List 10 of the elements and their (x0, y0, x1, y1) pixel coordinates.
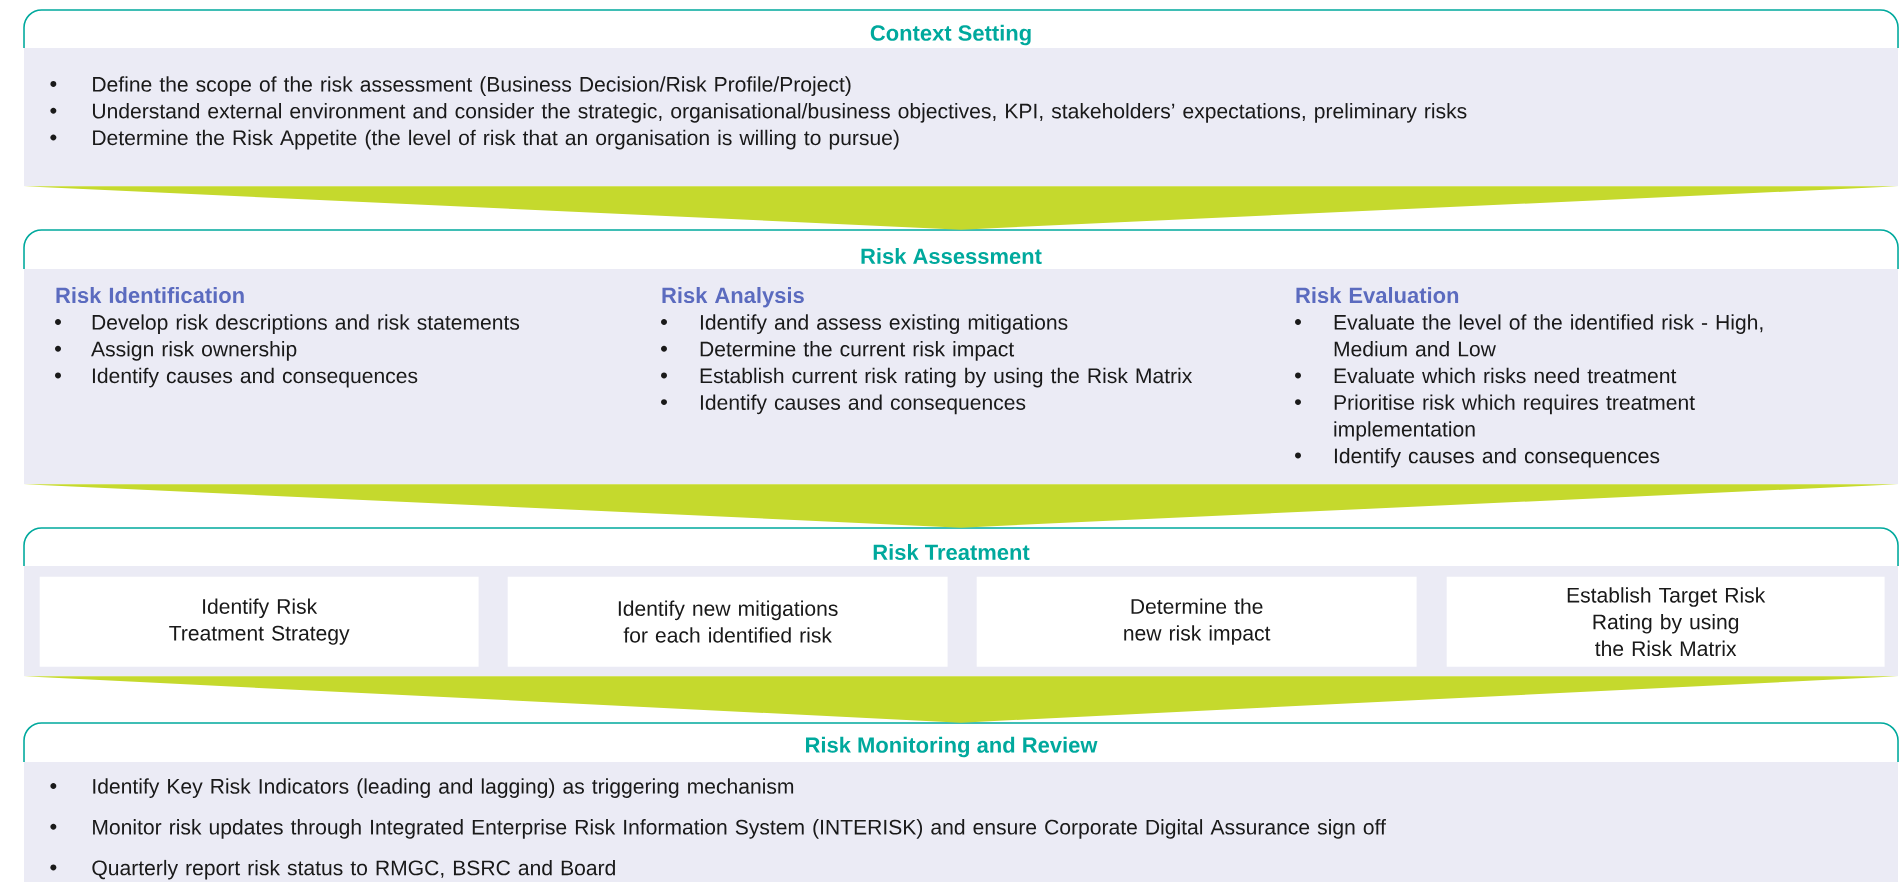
step-box: Identify new mitigations for each identified risk (507, 576, 948, 667)
section-heading: Risk Monitoring and Review (806, 736, 1098, 758)
step-box: Establish Target Risk Rating by using the Risk Matrix (1446, 576, 1885, 667)
step-box: Identify Risk Treatment Strategy (39, 576, 479, 667)
bullet-list: Define the scope of the risk assessment (Business Decision/Risk Profile/Project) Understand external environment and consider the strategic, organisational/business objectives, KPI, stakeholders’ expectations, preliminary risks Determine the Risk Appetite (the level of risk that an organisation is willing to pursue) (50, 76, 1467, 150)
section-heading: Risk Treatment (873, 543, 1030, 561)
section-heading: Context Setting (870, 24, 1031, 46)
section-heading: Risk Assessment (861, 247, 1042, 265)
step-box: Determine the new risk impact (976, 576, 1417, 667)
bullet-list: Identify Key Risk Indicators (leading and lagging) as triggering mechanism Monitor risk updates through Integrated Enterprise Risk Information System (INTERISK) and ensure Corporate Digital Assurance sign off Quarterly report risk status to RMGC, BSRC and Board (50, 778, 1386, 880)
